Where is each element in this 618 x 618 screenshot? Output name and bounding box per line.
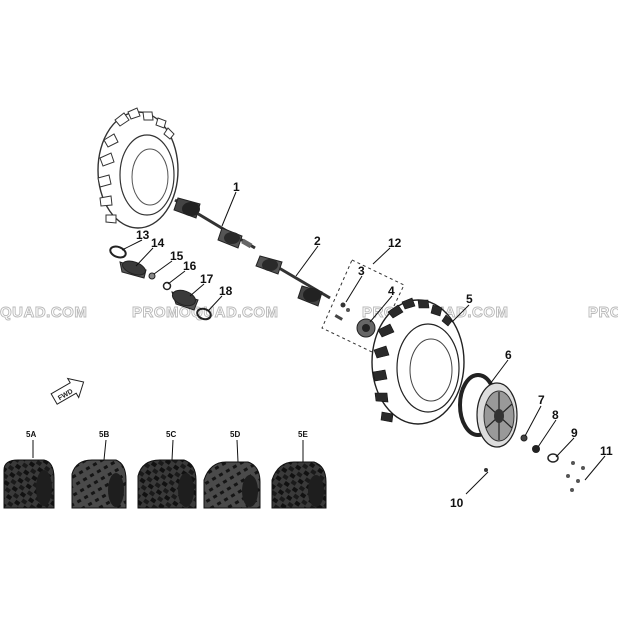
callout-17: 17 (200, 272, 214, 286)
svg-text:5A: 5A (26, 430, 36, 439)
tire-front (371, 297, 465, 425)
watermark-edge: PRO (588, 304, 618, 321)
fwd-direction-arrow: FWD (50, 377, 85, 405)
svg-text:5B: 5B (99, 430, 109, 439)
tire-variant-5e: 5E (271, 430, 327, 509)
callout-15: 15 (170, 249, 184, 263)
callout-1: 1 (233, 180, 240, 194)
tire-rear-outline (97, 107, 179, 229)
tire-variant-5c: 5C (137, 430, 197, 509)
callout-13: 13 (136, 228, 150, 242)
drive-shaft-1 (173, 197, 256, 250)
callout-4: 4 (388, 284, 395, 298)
callout-6: 6 (505, 348, 512, 362)
boot-kit-parts (109, 245, 212, 321)
tire-variant-5d: 5D (203, 430, 261, 509)
hub-assembly-group-outline (321, 259, 405, 353)
callout-12: 12 (388, 236, 402, 250)
svg-text:5C: 5C (166, 430, 176, 439)
callout-11: 11 (600, 444, 613, 458)
svg-text:5D: 5D (230, 430, 240, 439)
callout-7: 7 (538, 393, 545, 407)
watermark-left: QUAD.COM (0, 304, 87, 321)
callout-9: 9 (571, 426, 578, 440)
callout-8: 8 (552, 408, 559, 422)
leader-lines (32, 191, 606, 495)
callout-5: 5 (466, 292, 473, 306)
callout-18: 18 (219, 284, 233, 298)
tire-variant-5b: 5B (71, 430, 127, 509)
callout-2: 2 (314, 234, 321, 248)
drive-shaft-2 (255, 255, 331, 307)
callout-10: 10 (450, 496, 464, 510)
wheel-rim (458, 373, 518, 448)
tire-variant-5a: 5A (3, 430, 55, 509)
tire-variants: 5A 5B 5C 5D 5E (3, 430, 327, 509)
hub-parts (334, 302, 376, 338)
callout-14: 14 (151, 236, 165, 250)
callout-3: 3 (358, 264, 365, 278)
callout-16: 16 (183, 259, 197, 273)
svg-text:5E: 5E (298, 430, 308, 439)
watermark-center: PROMOQUAD.COM (132, 304, 279, 321)
